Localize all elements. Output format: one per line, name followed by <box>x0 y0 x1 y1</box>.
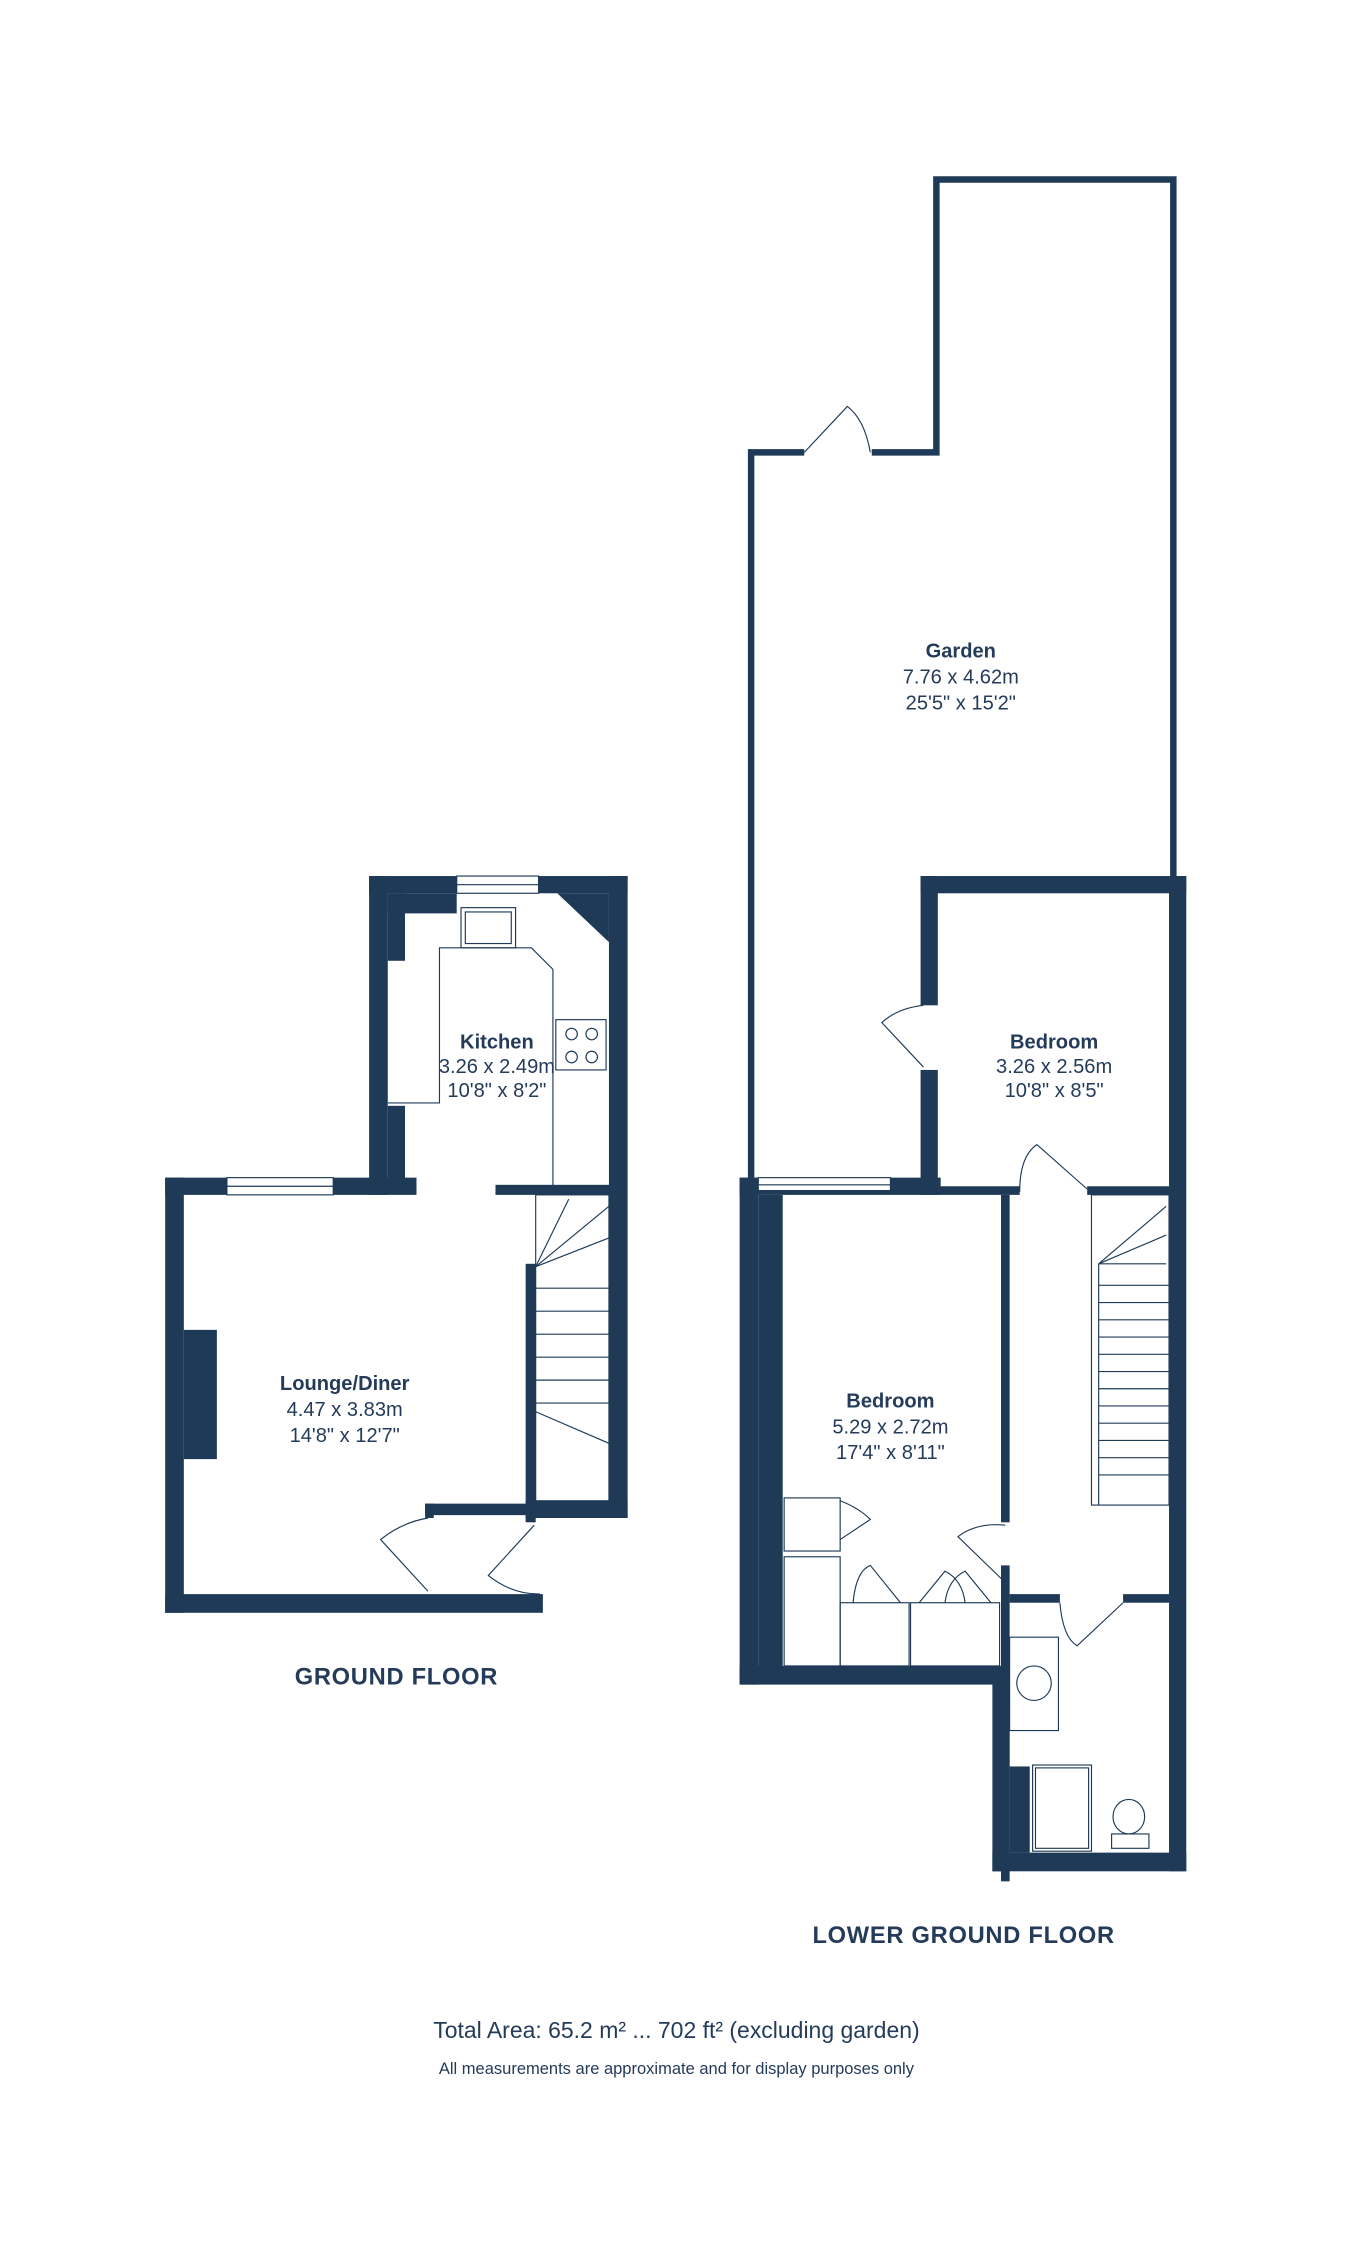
svg-text:3.26 x 2.49m: 3.26 x 2.49m <box>439 1056 555 1078</box>
total-area: Total Area: 65.2 m² ... 702 ft² (excludi… <box>433 2017 919 2043</box>
door-icon <box>880 1004 924 1068</box>
svg-text:4.47 x 3.83m: 4.47 x 3.83m <box>287 1399 403 1421</box>
svg-text:Kitchen: Kitchen <box>460 1031 534 1053</box>
ground-floor-plan <box>165 875 628 1613</box>
svg-text:14'8" x 12'7": 14'8" x 12'7" <box>290 1425 400 1447</box>
svg-text:Bedroom: Bedroom <box>1010 1031 1098 1053</box>
svg-text:5.29 x 2.72m: 5.29 x 2.72m <box>832 1416 948 1438</box>
svg-text:3.26 x 2.56m: 3.26 x 2.56m <box>996 1056 1112 1078</box>
svg-text:Bedroom: Bedroom <box>846 1390 934 1412</box>
door-icon <box>957 1524 1006 1581</box>
svg-text:25'5" x 15'2": 25'5" x 15'2" <box>906 692 1016 714</box>
door-icon <box>1019 1143 1088 1192</box>
door-icon <box>803 405 871 453</box>
room-label-garden: Garden 7.76 x 4.62m 25'5" x 15'2" <box>903 641 1019 715</box>
door-icon <box>487 1524 541 1595</box>
svg-text:7.76 x 4.62m: 7.76 x 4.62m <box>903 667 1019 689</box>
shower-icon <box>1032 1764 1093 1852</box>
door-icon <box>1059 1602 1124 1647</box>
fireplace <box>183 1329 217 1460</box>
hob-icon <box>555 1019 607 1071</box>
staircase <box>1090 1194 1170 1506</box>
wardrobe <box>783 1497 1001 1667</box>
room-label-lounge-diner: Lounge/Diner 4.47 x 3.83m 14'8" x 12'7" <box>280 1373 410 1447</box>
svg-text:10'8" x 8'5": 10'8" x 8'5" <box>1005 1080 1104 1102</box>
toilet-icon <box>1112 1798 1146 1835</box>
staircase <box>535 1194 610 1502</box>
room-label-kitchen: Kitchen 3.26 x 2.49m 10'8" x 8'2" <box>439 1031 555 1102</box>
svg-text:Lounge/Diner: Lounge/Diner <box>280 1373 410 1395</box>
lower-ground-floor-plan <box>739 176 1187 1882</box>
svg-text:10'8" x 8'2": 10'8" x 8'2" <box>447 1080 546 1102</box>
disclaimer: All measurements are approximate and for… <box>439 2060 915 2078</box>
floor-label-lower-ground: LOWER GROUND FLOOR <box>812 1923 1114 1949</box>
sink-icon <box>460 907 517 949</box>
door-icon <box>379 1517 429 1592</box>
svg-text:17'4" x 8'11": 17'4" x 8'11" <box>836 1442 945 1464</box>
room-label-bedroom-upper: Bedroom 3.26 x 2.56m 10'8" x 8'5" <box>996 1031 1112 1102</box>
basin-icon <box>1009 1636 1060 1732</box>
room-label-bedroom-lower: Bedroom 5.29 x 2.72m 17'4" x 8'11" <box>832 1390 948 1464</box>
floor-label-ground: GROUND FLOOR <box>295 1665 498 1691</box>
svg-text:Garden: Garden <box>926 641 996 663</box>
